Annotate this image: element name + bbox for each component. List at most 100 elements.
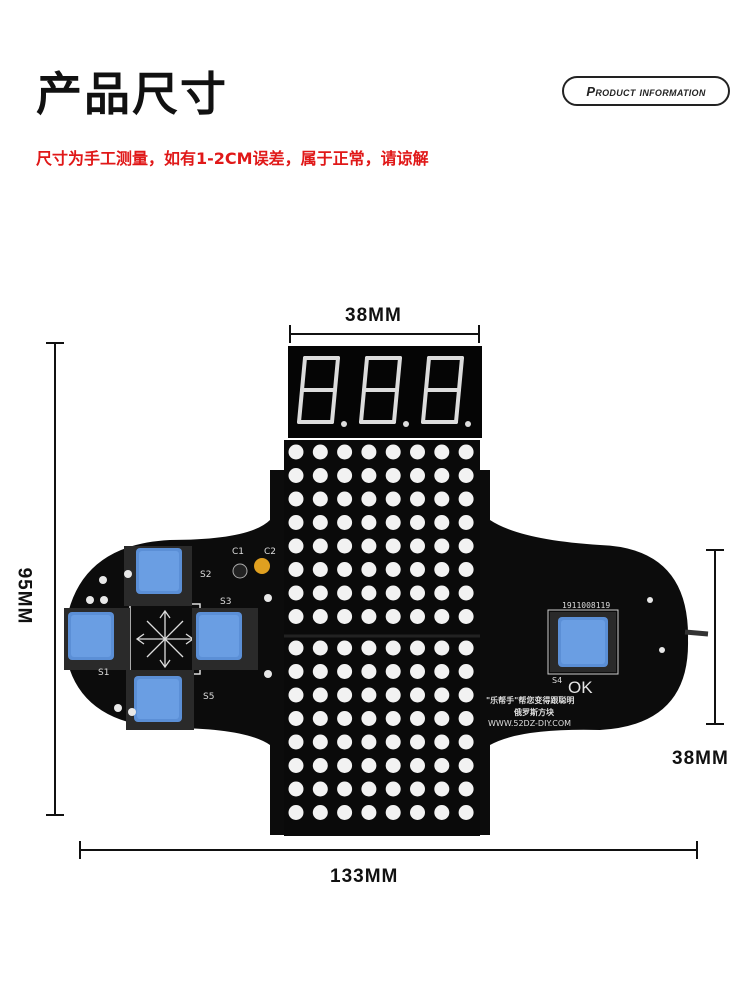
led-dot bbox=[337, 734, 353, 750]
led-dot bbox=[337, 562, 353, 577]
product-information-badge: Product information bbox=[562, 76, 730, 106]
led-dot bbox=[312, 515, 328, 530]
led-dot bbox=[288, 515, 304, 530]
led-dot bbox=[434, 609, 450, 624]
led-dot bbox=[410, 781, 425, 797]
led-dot bbox=[288, 711, 304, 726]
segment bbox=[359, 388, 366, 424]
led-dot bbox=[434, 805, 450, 820]
segment bbox=[395, 356, 402, 392]
led-dot bbox=[288, 609, 304, 624]
led-dot bbox=[288, 562, 304, 577]
led-dot bbox=[458, 640, 474, 656]
led-dot bbox=[458, 805, 474, 820]
label-c1: C1 bbox=[232, 547, 245, 557]
led-dot bbox=[410, 585, 425, 601]
led-dot bbox=[458, 711, 474, 726]
led-dot bbox=[434, 640, 450, 656]
button-down bbox=[126, 670, 194, 730]
led-dot bbox=[385, 640, 401, 656]
led-dot bbox=[361, 491, 377, 507]
label-s5: S5 bbox=[203, 692, 215, 702]
led-dot bbox=[385, 711, 401, 726]
led-dot bbox=[361, 562, 377, 577]
led-dot bbox=[458, 664, 474, 679]
led-dot bbox=[458, 758, 474, 773]
led-dot bbox=[410, 664, 425, 679]
led-dot bbox=[288, 664, 304, 679]
segment bbox=[392, 388, 399, 424]
led-dot bbox=[337, 491, 353, 507]
page-title: 产品尺寸 bbox=[36, 67, 228, 121]
led-dot bbox=[410, 562, 425, 577]
led-dot bbox=[410, 609, 425, 624]
segment bbox=[300, 356, 307, 392]
decimal-point bbox=[465, 421, 471, 427]
led-dot bbox=[385, 664, 401, 679]
led-dot bbox=[410, 444, 425, 460]
button-up bbox=[124, 546, 192, 606]
led-dot bbox=[337, 711, 353, 726]
label-serial: 1911008119 bbox=[562, 601, 611, 610]
led-dot bbox=[288, 491, 304, 507]
led-dot bbox=[337, 444, 353, 460]
led-dot bbox=[337, 781, 353, 797]
led-dot bbox=[337, 805, 353, 820]
led-dot bbox=[434, 468, 450, 483]
led-dot bbox=[385, 491, 401, 507]
button-left bbox=[64, 608, 130, 670]
led-dot bbox=[410, 687, 425, 703]
led-dot bbox=[434, 515, 450, 530]
led-dot bbox=[337, 687, 353, 703]
mounting-holes bbox=[86, 570, 665, 716]
led-dot bbox=[434, 734, 450, 750]
led-dot bbox=[385, 585, 401, 601]
led-dot bbox=[458, 781, 474, 797]
segment bbox=[330, 388, 337, 424]
led-dot bbox=[361, 781, 377, 797]
led-dot bbox=[385, 444, 401, 460]
led-dot bbox=[410, 734, 425, 750]
led-dot bbox=[312, 562, 328, 577]
led-dot bbox=[385, 687, 401, 703]
led-dot bbox=[361, 664, 377, 679]
label-s3: S3 bbox=[220, 597, 232, 607]
led-dot bbox=[385, 781, 401, 797]
led-dot bbox=[410, 805, 425, 820]
led-dot bbox=[410, 711, 425, 726]
led-dot bbox=[434, 585, 450, 601]
led-dot bbox=[361, 538, 377, 554]
led-dot bbox=[361, 640, 377, 656]
led-dot bbox=[288, 538, 304, 554]
led-dot bbox=[337, 585, 353, 601]
led-dot bbox=[312, 468, 328, 483]
led-dot bbox=[288, 781, 304, 797]
led-dot bbox=[458, 562, 474, 577]
capacitor-c1 bbox=[232, 563, 248, 579]
segment bbox=[424, 356, 431, 392]
led-dot bbox=[337, 640, 353, 656]
led-dot bbox=[337, 538, 353, 554]
button-right bbox=[192, 608, 258, 670]
label-s1: S1 bbox=[98, 668, 110, 678]
led-dot bbox=[288, 805, 304, 820]
led-dot bbox=[312, 609, 328, 624]
led-dot bbox=[312, 538, 328, 554]
decimal-point bbox=[403, 421, 409, 427]
label-ok: OK bbox=[568, 678, 593, 697]
led-dot bbox=[312, 585, 328, 601]
led-dot bbox=[288, 758, 304, 773]
led-dot bbox=[434, 687, 450, 703]
led-dot bbox=[434, 562, 450, 577]
measurement-note: 尺寸为手工测量，如有1-2CM误差，属于正常，请谅解 bbox=[36, 149, 429, 168]
led-dot bbox=[288, 734, 304, 750]
led-dot bbox=[312, 687, 328, 703]
led-dot bbox=[385, 538, 401, 554]
led-dot bbox=[361, 515, 377, 530]
led-dot bbox=[337, 758, 353, 773]
led-dot bbox=[434, 664, 450, 679]
led-dot bbox=[434, 758, 450, 773]
led-dot bbox=[458, 538, 474, 554]
led-dot bbox=[337, 515, 353, 530]
